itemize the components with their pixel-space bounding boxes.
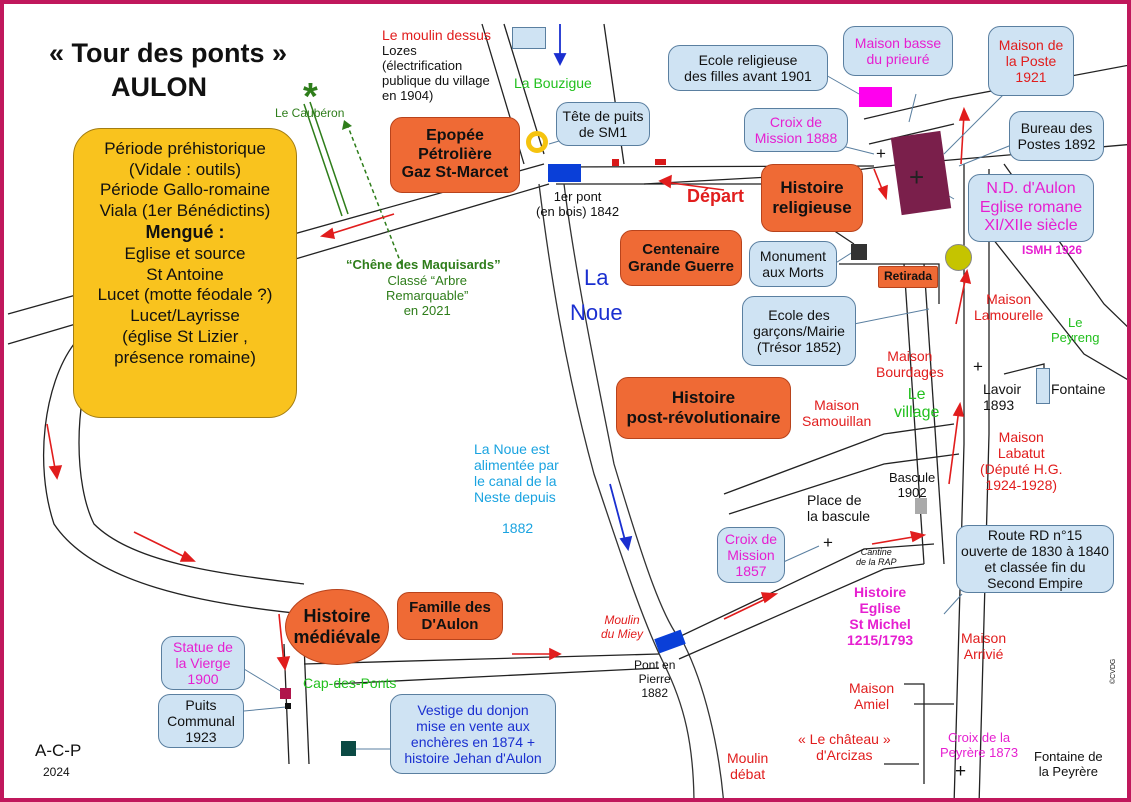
label-fontaine-peyrere: Fontaine de la Peyrère: [1034, 749, 1103, 779]
label-histoire-eglise: Histoire Eglise St Michel 1215/1793: [847, 584, 914, 649]
legend-line: Viala (1er Bénédictins): [99, 201, 271, 221]
callout-bureau-postes: Bureau des Postes 1892: [1009, 111, 1104, 161]
river-arrows: [553, 24, 633, 552]
callout-puits-communal: Puits Communal 1923: [158, 694, 244, 748]
cauberon-path-1: [303, 103, 343, 217]
histoire-medievale-box: Histoire médiévale: [285, 589, 389, 665]
label-depart: Départ: [687, 186, 745, 206]
label-chene-sub: Classé “Arbre Remarquable” en 2021: [386, 273, 469, 318]
label-moulin-miey: Moulin du Miey: [601, 613, 644, 641]
map-title-line2: AULON: [111, 72, 207, 102]
callout-croix-mission-1888: Croix de Mission 1888: [744, 108, 848, 152]
legend-line-bold: Mengué :: [145, 221, 225, 242]
cross-peyrere-icon: +: [955, 761, 967, 782]
label-fontaine: Fontaine: [1051, 381, 1106, 397]
label-maison-lamourelle: Maison Lamourelle: [974, 291, 1044, 324]
label-maison-samouillan: Maison Samouillan: [802, 397, 872, 430]
label-maison-amiel: Maison Amiel: [849, 680, 895, 713]
label-moulin-dessus: Le moulin dessus: [382, 27, 491, 43]
label-lozes: Lozes (électrification publique du villa…: [382, 43, 490, 103]
callout-croix-mission-1857: Croix de Mission 1857: [717, 527, 785, 583]
label-pont-pierre: Pont en Pierre 1882: [634, 658, 676, 700]
credit-org: A-C-P: [35, 741, 82, 760]
callout-route-rd15: Route RD n°15 ouverte de 1830 à 1840 et …: [956, 525, 1114, 593]
chene-dashed-pointer: [346, 123, 403, 267]
callout-tete-puits: Tête de puits de SM1: [556, 102, 650, 146]
legend-line: Période préhistorique: [104, 139, 266, 158]
centenaire-grande-guerre-box: Centenaire Grande Guerre: [620, 230, 742, 286]
legend-prehistory-box: Période préhistorique (Vidale : outils) …: [73, 128, 297, 418]
callout-maison-basse: Maison basse du prieuré: [843, 26, 953, 76]
asterisk-cauberon-icon: *: [303, 76, 318, 118]
label-premier-pont: 1er pont (en bois) 1842: [536, 189, 620, 219]
statue-marker: [280, 688, 291, 699]
legend-line: St Antoine: [146, 264, 224, 284]
label-ismh: ISMH 1926: [1022, 243, 1083, 257]
route-arrows: [46, 106, 972, 671]
maison-basse-marker: [859, 87, 892, 107]
callout-ecole-filles: Ecole religieuse des filles avant 1901: [668, 45, 828, 91]
first-bridge-marker: [548, 164, 581, 182]
famille-aulon-box: Famille des D'Aulon: [397, 592, 503, 640]
legend-line: Lucet (motte féodale ?): [97, 285, 273, 305]
legend-line: présence romaine): [114, 347, 256, 367]
legend-line: Période Gallo-romaine: [99, 180, 271, 200]
donjon-marker: [341, 741, 356, 756]
label-lavoir: Lavoir 1893: [983, 381, 1022, 414]
yellow-circle-marker: [945, 244, 972, 271]
label-la-noue-river: La Noue: [570, 265, 623, 326]
bascule-marker: [915, 498, 927, 514]
callout-statue-vierge: Statue de la Vierge 1900: [161, 636, 245, 690]
credit-year: 2024: [43, 765, 70, 779]
legend-line: (Vidale : outils): [128, 159, 242, 179]
small-marker-2: [655, 159, 666, 165]
callout-nd-aulon: N.D. d'Aulon Eglise romane XI/XIIe siècl…: [968, 174, 1094, 242]
callout-vestige-donjon: Vestige du donjon mise en vente aux ench…: [390, 694, 556, 774]
church-cross-icon: +: [909, 162, 925, 192]
callout-monument-morts: Monument aux Morts: [749, 241, 837, 287]
puits-marker: [285, 703, 291, 709]
label-le-village: Le village: [894, 386, 940, 422]
label-bascule: Bascule 1902: [889, 470, 936, 500]
histoire-religieuse-box: Histoire religieuse: [761, 164, 863, 232]
label-moulin-debat: Moulin débat: [727, 750, 769, 783]
label-le-cauberon: Le Caubéron: [275, 106, 345, 120]
legend-line: Eglise et source: [124, 243, 246, 263]
label-cap-des-ponts: Cap-des-Ponts: [303, 675, 397, 691]
label-cantine-rap: Cantine de la RAP: [856, 547, 897, 568]
cauberon-path-2: [309, 101, 349, 215]
credit-side-mark: ©CVDG: [1110, 658, 1117, 684]
histoire-post-revolutionnaire-box: Histoire post-révolutionaire: [616, 377, 791, 439]
map-title-line1: « Tour des ponts »: [49, 38, 288, 68]
moulin-dessus-box: [512, 27, 546, 49]
monument-marker: [851, 244, 867, 260]
label-maison-labatut: Maison Labatut (Député H.G. 1924-1928): [980, 429, 1063, 494]
legend-line: Lucet/Layrisse: [130, 306, 240, 326]
label-chene-title: “Chêne des Maquisards”: [346, 257, 501, 272]
epopee-petroliere-box: Epopée Pétrolière Gaz St-Marcet: [390, 117, 520, 193]
retirada-box: Retirada: [878, 266, 938, 288]
road-network: [7, 23, 1127, 798]
label-maison-arrivie: Maison Arrivié: [961, 630, 1007, 663]
callout-maison-poste: Maison de la Poste 1921: [988, 26, 1074, 96]
callout-ecole-garcons: Ecole des garçons/Mairie (Trésor 1852): [742, 296, 856, 366]
puits-ring-icon: [526, 131, 548, 153]
label-chateau-arcizas: « Le château » d'Arcizas: [798, 731, 891, 764]
small-marker-1: [612, 159, 619, 166]
label-place-bascule: Place de la bascule: [807, 492, 871, 525]
cross-croix-1888-icon: +: [876, 144, 886, 163]
label-peyreng: Le Peyreng: [1051, 315, 1100, 345]
cross-1857-icon: +: [823, 533, 833, 552]
label-noue-year: 1882: [502, 520, 534, 536]
label-noue-canal: La Noue est alimentée par le canal de la…: [474, 441, 559, 506]
label-maison-bourdages: Maison Bourdages: [876, 348, 944, 381]
lavoir-marker: [1036, 368, 1050, 404]
legend-line: (église St Lizier ,: [122, 326, 248, 346]
label-croix-peyrere: Croix de la Peyrère 1873: [940, 730, 1019, 760]
label-la-bouzigue: La Bouzigue: [514, 75, 592, 91]
cross-lavoir-icon: +: [973, 357, 983, 376]
